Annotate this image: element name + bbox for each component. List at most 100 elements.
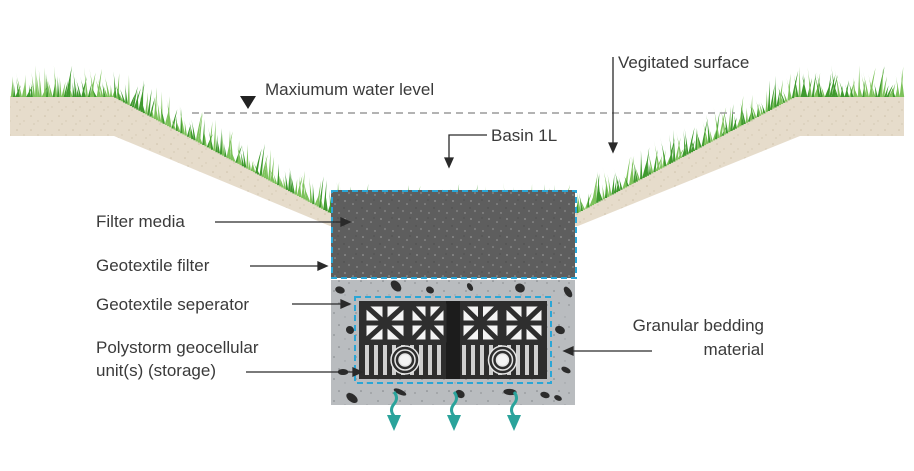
grass-blade bbox=[857, 65, 861, 97]
grass-blade bbox=[816, 70, 823, 97]
grass-blade bbox=[319, 193, 324, 209]
storage-dashed-outline bbox=[354, 296, 552, 384]
grass-blade bbox=[739, 95, 744, 127]
grass-blade bbox=[30, 82, 33, 97]
grass-blade bbox=[101, 81, 106, 97]
label-polystorm-line1: Polystorm geocellular bbox=[96, 338, 259, 357]
grass-blade bbox=[684, 128, 689, 155]
pebble bbox=[563, 286, 573, 298]
grass-blade bbox=[46, 77, 53, 97]
storage-lattice bbox=[516, 345, 520, 375]
grass-blade bbox=[164, 109, 169, 125]
soil-embankment bbox=[10, 96, 904, 226]
grass-blade bbox=[829, 74, 836, 97]
grass-blade bbox=[602, 165, 610, 197]
label-polystorm-line2: unit(s) (storage) bbox=[96, 361, 216, 380]
grass-blade bbox=[72, 82, 75, 97]
grass-blade bbox=[576, 190, 581, 213]
grass-blade bbox=[221, 132, 225, 156]
grass-blade bbox=[749, 103, 755, 120]
storage-lattice bbox=[462, 345, 466, 375]
grass-blade bbox=[702, 120, 709, 144]
grass-blade bbox=[862, 71, 869, 97]
label-basin: Basin 1L bbox=[491, 126, 558, 145]
grass-blade bbox=[228, 146, 236, 162]
grass-blade bbox=[611, 174, 615, 195]
storage-lattice bbox=[471, 345, 475, 375]
bedding-pebbles bbox=[335, 280, 573, 404]
label-vegetated-surface: Vegitated surface bbox=[618, 53, 750, 72]
grass-blade bbox=[129, 93, 136, 107]
grass-blade bbox=[10, 76, 14, 97]
down-arrow-icon-head bbox=[387, 415, 401, 431]
grass-blade bbox=[767, 80, 770, 112]
grass-blade bbox=[675, 137, 681, 161]
grass-blade bbox=[219, 128, 223, 155]
grass-blade bbox=[273, 172, 278, 184]
grass-blade bbox=[604, 180, 608, 199]
grass-blade bbox=[59, 77, 62, 97]
grass-blade bbox=[602, 184, 605, 200]
grass-blade bbox=[673, 129, 676, 162]
storage-divider bbox=[446, 301, 460, 379]
grass-blade bbox=[325, 192, 328, 212]
label-granular-line2: material bbox=[703, 340, 764, 359]
grass-blade bbox=[659, 136, 667, 167]
grass-blade bbox=[629, 155, 635, 186]
label-geotextile-separator: Geotextile seperator bbox=[96, 295, 250, 314]
grass-blade bbox=[689, 136, 696, 151]
pebble bbox=[540, 391, 550, 399]
grass-blade bbox=[151, 106, 154, 118]
grass-blade bbox=[848, 80, 854, 97]
arrowhead-basin bbox=[443, 157, 455, 169]
grass-blade bbox=[197, 131, 203, 144]
pebble bbox=[345, 325, 355, 335]
grass-blade bbox=[228, 130, 231, 160]
grass-blade bbox=[236, 144, 242, 166]
grass-blade bbox=[701, 118, 708, 147]
grass-blade bbox=[255, 148, 262, 174]
grass-blade bbox=[166, 99, 172, 128]
grass-blade bbox=[316, 181, 321, 207]
grass-blade bbox=[195, 111, 203, 142]
grass-blade bbox=[284, 170, 289, 190]
storage-port bbox=[495, 353, 510, 367]
grass-blade bbox=[755, 99, 762, 116]
grass-blade bbox=[676, 131, 682, 159]
grass-blade bbox=[202, 119, 205, 146]
grass-blade bbox=[791, 70, 799, 99]
grass-blade bbox=[623, 174, 630, 187]
grass-blade bbox=[90, 72, 96, 97]
grass-blade bbox=[203, 130, 207, 147]
grass-blade bbox=[769, 84, 775, 110]
down-arrow-icon bbox=[450, 391, 458, 417]
grass-blade bbox=[103, 73, 110, 97]
grass-blade bbox=[728, 106, 731, 133]
grass-blade bbox=[640, 150, 643, 180]
grass-blade bbox=[36, 74, 40, 97]
grass-blade bbox=[587, 193, 590, 208]
grass-blade bbox=[118, 85, 126, 103]
grass-blade bbox=[669, 134, 674, 163]
grass-blade bbox=[178, 104, 185, 135]
grass-blade bbox=[724, 112, 729, 134]
pebble bbox=[503, 388, 517, 396]
grass-blade bbox=[116, 89, 124, 102]
down-triangle-icon bbox=[240, 96, 256, 109]
grass-blade bbox=[816, 72, 821, 97]
arrowhead-vegetated bbox=[607, 142, 619, 154]
grass-blade bbox=[695, 127, 698, 150]
grass-blade bbox=[265, 155, 269, 180]
grass-blade bbox=[191, 119, 196, 141]
grass-blade bbox=[633, 162, 641, 181]
pebble bbox=[466, 283, 474, 291]
grass-blade bbox=[184, 120, 187, 136]
grass-blade bbox=[591, 173, 598, 206]
pebble bbox=[555, 325, 565, 335]
grass-blade bbox=[63, 81, 68, 97]
leader-basin bbox=[448, 134, 487, 165]
grass-blade bbox=[688, 127, 695, 154]
grass-blade bbox=[153, 95, 159, 121]
grass-blade bbox=[113, 71, 117, 98]
grass-blade bbox=[632, 158, 638, 182]
